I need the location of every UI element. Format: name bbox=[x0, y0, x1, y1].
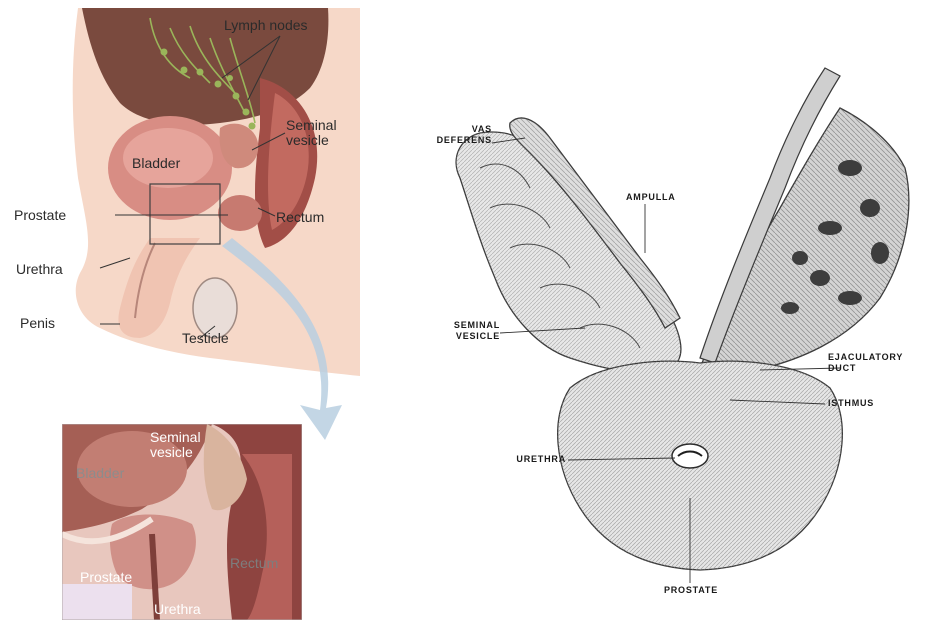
label-zoom-seminal-vesicle: Seminal vesicle bbox=[150, 430, 201, 460]
label-ampulla: AMPULLA bbox=[626, 192, 676, 203]
label-urethra: Urethra bbox=[16, 262, 63, 277]
zoomed-prostate-illustration: Bladder Seminal vesicle Prostate Rectum … bbox=[62, 424, 302, 620]
label-vas-deferens: VAS DEFERENS bbox=[412, 124, 492, 146]
label-lymph-nodes: Lymph nodes bbox=[224, 18, 308, 33]
engraving-illustration: VAS DEFERENS AMPULLA SEMINAL VESICLE EJA… bbox=[400, 58, 920, 618]
label-zoom-urethra: Urethra bbox=[154, 602, 201, 617]
label-zoom-bladder: Bladder bbox=[76, 466, 124, 481]
label-seminal-vesicle-engraving: SEMINAL VESICLE bbox=[420, 320, 500, 342]
label-testicle: Testicle bbox=[182, 331, 229, 346]
label-isthmus: ISTHMUS bbox=[828, 398, 874, 409]
label-urethra-engraving: URETHRA bbox=[460, 454, 566, 465]
label-penis: Penis bbox=[20, 316, 55, 331]
label-bladder: Bladder bbox=[132, 156, 180, 171]
label-ejaculatory-duct: EJACULATORY DUCT bbox=[828, 352, 903, 374]
label-prostate: Prostate bbox=[14, 208, 66, 223]
label-seminal-vesicle: Seminal vesicle bbox=[286, 118, 337, 148]
sagittal-pelvis-illustration: Lymph nodes Seminal vesicle Bladder Pros… bbox=[60, 8, 360, 380]
sagittal-pelvis-drawing bbox=[60, 8, 360, 380]
label-rectum: Rectum bbox=[276, 210, 324, 225]
label-zoom-prostate: Prostate bbox=[80, 570, 132, 585]
label-prostate-engraving: PROSTATE bbox=[636, 585, 746, 596]
label-zoom-rectum: Rectum bbox=[230, 556, 278, 571]
